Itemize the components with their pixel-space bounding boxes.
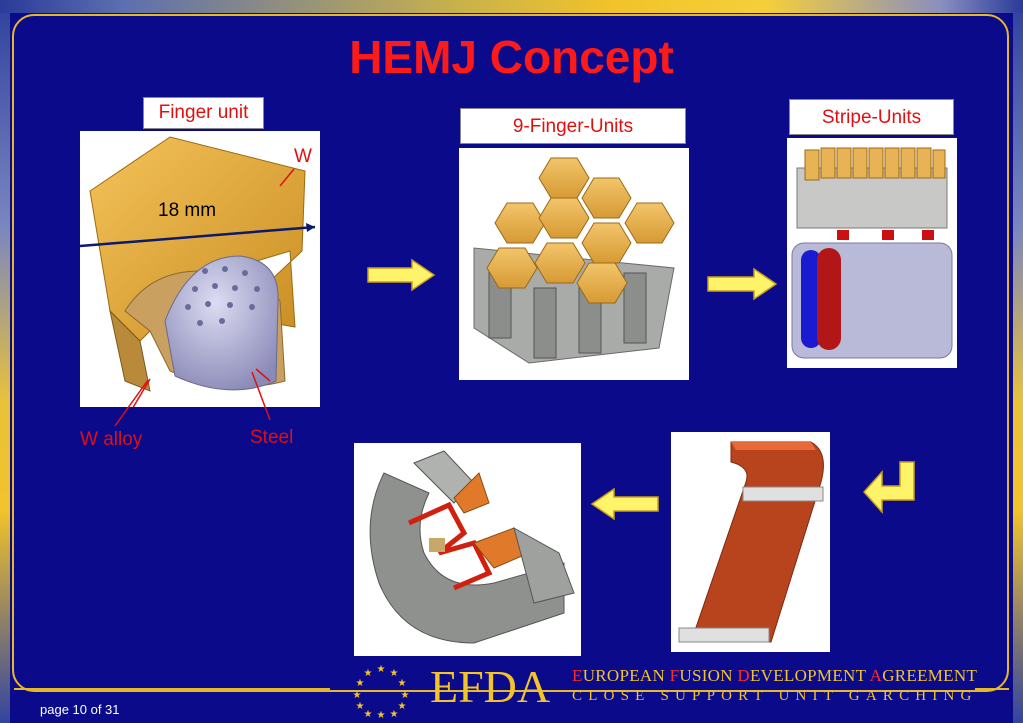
- word-rest: UROPEAN: [582, 666, 670, 685]
- svg-text:★: ★: [398, 678, 407, 689]
- svg-text:★: ★: [356, 678, 365, 689]
- word-cap: E: [572, 666, 583, 685]
- svg-text:★: ★: [377, 664, 386, 675]
- slide-title: HEMJ Concept: [349, 31, 674, 83]
- efda-logo-text: EFDA: [430, 661, 551, 712]
- word-rest: USION: [679, 666, 738, 685]
- efda-full-name: EUROPEAN FUSION DEVELOPMENT AGREEMENT: [572, 666, 977, 686]
- svg-text:★: ★: [353, 690, 362, 701]
- cooling-channel-image: [671, 432, 830, 652]
- word-cap: A: [869, 666, 883, 685]
- steel-pointer: [251, 371, 271, 421]
- word-rest: EVELOPMENT: [749, 666, 870, 685]
- word-cap: F: [669, 666, 680, 685]
- nine-finger-units-image: [459, 148, 689, 380]
- svg-text:★: ★: [390, 668, 399, 679]
- finger-unit-label: Finger unit: [143, 97, 264, 129]
- svg-text:★: ★: [390, 709, 399, 718]
- nine-finger-units-label: 9-Finger-Units: [460, 108, 686, 144]
- word-cap: D: [737, 666, 750, 685]
- svg-text:★: ★: [401, 690, 410, 701]
- word-rest: GREEMENT: [882, 666, 978, 685]
- stripe-units-image: [787, 138, 957, 368]
- svg-text:★: ★: [356, 701, 365, 712]
- left-arrow: [590, 487, 659, 521]
- top-decor-bar: [0, 0, 1023, 13]
- svg-text:★: ★: [364, 709, 373, 718]
- footer-rule-right: [975, 688, 1009, 690]
- right-decor-bar: [1013, 13, 1023, 723]
- footer-rule-left: [14, 688, 330, 690]
- efda-sub-line: CLOSE SUPPORT UNIT GARCHING: [572, 688, 978, 704]
- eu-stars-logo: ★ ★ ★ ★ ★ ★ ★ ★ ★ ★ ★ ★: [353, 664, 410, 718]
- w-alloy-label: W alloy: [80, 429, 143, 450]
- svg-text:★: ★: [364, 668, 373, 679]
- right-arrow-2: [707, 267, 778, 301]
- divertor-module-image: [354, 443, 581, 656]
- svg-text:★: ★: [398, 701, 407, 712]
- slide-frame: [12, 14, 1009, 692]
- dimension-label: 18 mm: [158, 200, 217, 221]
- finger-unit-image: [80, 131, 320, 407]
- left-decor-bar: [0, 13, 10, 723]
- w-alloy-pointer: [114, 379, 149, 427]
- stripe-units-label: Stripe-Units: [789, 99, 954, 135]
- page-number: page 10 of 31: [40, 702, 120, 717]
- steel-label: Steel: [250, 427, 294, 448]
- w-label: W: [294, 146, 312, 167]
- down-left-arrow: [862, 461, 915, 514]
- right-arrow-1: [367, 258, 436, 292]
- svg-text:★: ★: [377, 710, 386, 718]
